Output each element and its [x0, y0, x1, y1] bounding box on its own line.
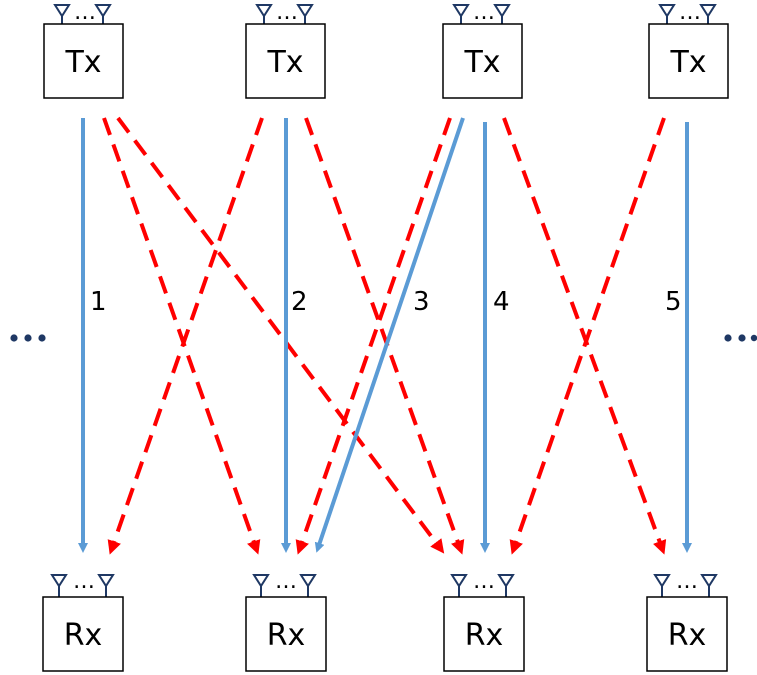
receiver-3: … Rx: [443, 569, 525, 672]
node-box: [43, 23, 124, 99]
antenna-ellipsis: …: [275, 569, 297, 594]
antenna-array-icon: [452, 4, 511, 24]
node-label: Rx: [465, 618, 504, 653]
antenna-ellipsis: …: [679, 0, 701, 25]
node-box: [245, 596, 327, 672]
antenna-ellipsis: …: [74, 0, 96, 25]
antenna-array-icon: [450, 574, 515, 597]
edge-ellipsis-right: [724, 334, 757, 342]
interference-link-tx3-rx2: [295, 117, 452, 555]
antenna-array-icon: [252, 574, 317, 597]
link-label-2: 2: [291, 287, 308, 317]
node-box: [245, 23, 326, 99]
node-box: [646, 596, 728, 672]
node-box: [42, 596, 124, 672]
interference-link-tx1-rx3: [116, 116, 445, 554]
transmitter-2: … Tx: [245, 0, 326, 99]
node-label: Rx: [668, 618, 707, 653]
antenna-ellipsis: …: [276, 0, 298, 25]
antenna-ellipsis: …: [73, 569, 95, 594]
transmitter-4: … Tx: [648, 0, 729, 99]
node-box: [442, 23, 523, 99]
antenna-ellipsis: …: [676, 569, 698, 594]
direct-links: [78, 117, 692, 553]
antenna-array-icon: [658, 4, 717, 24]
interference-links: [102, 116, 667, 555]
receiver-4: … Rx: [646, 569, 728, 672]
link-labels: 1 2 3 4 5: [90, 287, 682, 317]
transmitter-1: … Tx: [43, 0, 124, 99]
node-box: [443, 596, 525, 672]
link-label-1: 1: [90, 287, 107, 317]
node-label: Tx: [266, 45, 303, 80]
link-label-5: 5: [665, 287, 682, 317]
link-label-4: 4: [493, 287, 510, 317]
transmitter-3: … Tx: [442, 0, 523, 99]
interference-link-tx2-rx1: [107, 117, 264, 555]
antenna-ellipsis: …: [473, 0, 495, 25]
node-box: [648, 23, 729, 99]
node-label: Tx: [64, 45, 101, 80]
edge-ellipsis-left: [10, 334, 46, 342]
node-label: Tx: [463, 45, 500, 80]
interference-link-tx1-rx2: [102, 117, 261, 555]
receiver-1: … Rx: [42, 569, 124, 672]
antenna-ellipsis: …: [473, 569, 495, 594]
antenna-array-icon: [653, 574, 718, 597]
interference-link-tx2-rx3: [304, 117, 465, 555]
link-label-3: 3: [413, 287, 430, 317]
antenna-array-icon: [255, 4, 314, 24]
antenna-array-icon: [50, 574, 115, 597]
interference-link-tx3-rx4: [502, 117, 667, 555]
antenna-array-icon: [53, 4, 112, 24]
direct-link-3: [314, 117, 465, 553]
receiver-2: … Rx: [245, 569, 327, 672]
node-label: Tx: [669, 45, 706, 80]
node-label: Rx: [267, 618, 306, 653]
interference-link-tx4-rx3: [509, 117, 666, 555]
node-label: Rx: [64, 618, 103, 653]
